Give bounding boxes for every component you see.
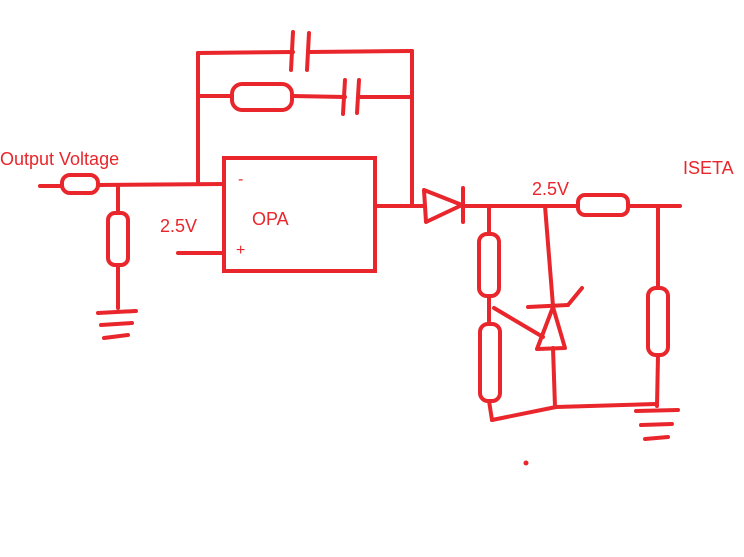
ground-symbol-left [96,309,138,340]
divider-resistor-bottom [478,322,502,403]
ground-symbol-right [634,408,680,441]
ref-voltage-left-label: 2.5V [160,216,198,236]
feedback-capacitor-bottom [341,78,361,116]
opamp-label: OPA [252,209,289,229]
ref-voltage-right-label: 2.5V [532,179,570,199]
input-resistor [60,173,100,195]
feedback-loop [196,49,414,208]
feedback-resistor [230,82,294,112]
shunt-regulator [492,204,584,409]
stray-dot [523,460,529,466]
input-shunt-resistor [106,211,130,267]
output-voltage-label: Output Voltage [0,149,120,169]
series-resistor [576,193,630,217]
feedback-capacitor-top [289,30,311,72]
opamp-plus-label: + [236,242,246,259]
divider-resistor-top [477,232,501,298]
output-diode [422,186,465,224]
right-shunt-wire [655,204,660,408]
divider-wire [487,204,658,422]
opamp-body [222,156,377,273]
iseta-label: ISETA [683,158,734,178]
opamp-minus-label: - [238,171,244,188]
right-shunt-resistor [646,286,670,357]
